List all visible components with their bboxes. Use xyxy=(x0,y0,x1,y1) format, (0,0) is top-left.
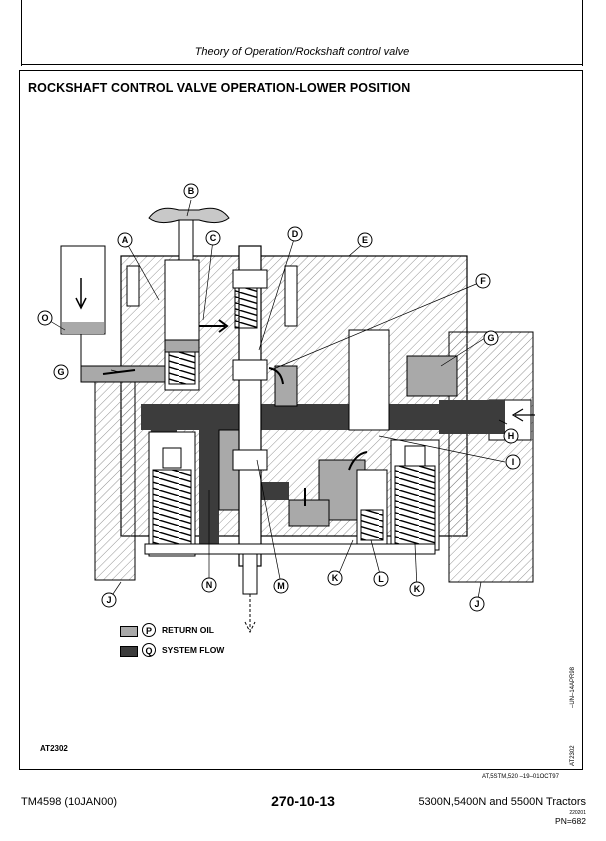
rockshaft-valve-diagram: A B C D E F G G H I J J K K L M N O xyxy=(37,183,535,634)
tractor-models: 5300N,5400N and 5500N Tractors xyxy=(418,796,586,808)
svg-text:K: K xyxy=(332,573,339,583)
callout-o: O xyxy=(37,310,53,326)
legend-letter-q: Q xyxy=(142,643,156,657)
svg-text:I: I xyxy=(512,457,515,467)
spool-spring xyxy=(234,287,258,329)
return-channel-5 xyxy=(288,499,330,527)
left-body xyxy=(94,379,136,581)
svg-text:D: D xyxy=(292,229,299,239)
drain-plug xyxy=(242,553,258,595)
callout-m: M xyxy=(273,578,289,594)
callout-g-left: G xyxy=(53,364,69,380)
callout-h: H xyxy=(503,428,519,444)
callout-a: A xyxy=(117,232,133,248)
reservoir-tank xyxy=(60,245,106,335)
svg-text:H: H xyxy=(508,431,515,441)
system-flow-swatch xyxy=(120,646,138,657)
svg-text:G: G xyxy=(57,367,64,377)
side-code-1: –UN–14APR98 xyxy=(570,666,576,708)
header-left-rule xyxy=(21,0,22,66)
spool-land-2 xyxy=(232,359,268,381)
callout-g-right: G xyxy=(483,330,499,346)
svg-text:L: L xyxy=(378,574,384,584)
adjust-knob xyxy=(148,207,230,224)
header-title: Theory of Operation/Rockshaft control va… xyxy=(194,46,410,58)
callout-i: I xyxy=(505,454,521,470)
flow-arrow-3 xyxy=(268,367,284,385)
svg-text:J: J xyxy=(106,595,111,605)
page-pn: PN=682 xyxy=(555,816,586,826)
bolt-left xyxy=(126,265,140,307)
svg-text:F: F xyxy=(480,276,486,286)
callout-c: C xyxy=(205,230,221,246)
side-code-2: AT2302 xyxy=(570,745,576,766)
drain-arrow xyxy=(244,594,256,634)
svg-text:G: G xyxy=(487,333,494,343)
return-oil-inlet xyxy=(80,365,172,383)
reservoir-oil xyxy=(62,322,104,334)
svg-text:E: E xyxy=(362,235,368,245)
right-relief-cap xyxy=(404,445,426,467)
callout-k-left: K xyxy=(327,570,343,586)
left-relief-spring xyxy=(152,469,192,551)
callout-n: N xyxy=(201,577,217,593)
needle-spring xyxy=(168,351,196,385)
flow-arrow-1 xyxy=(199,319,229,333)
header-right-rule xyxy=(582,0,583,66)
footer-code: 220201 xyxy=(569,810,586,816)
legend-label-system-flow: SYSTEM FLOW xyxy=(162,645,225,655)
system-flow-mid-drop xyxy=(199,404,219,544)
legend-letter-p: P xyxy=(142,623,156,637)
inlet-arrow xyxy=(511,408,535,422)
right-body xyxy=(448,331,534,583)
left-relief-cap xyxy=(162,447,182,469)
callout-d: D xyxy=(287,226,303,242)
spool-land-3 xyxy=(232,449,268,471)
callout-e: E xyxy=(357,232,373,248)
callout-l: L xyxy=(373,571,389,587)
callout-group: A B C D E F G G H I J J K K L M N O xyxy=(37,183,521,612)
callout-j-left: J xyxy=(101,592,117,608)
svg-text:N: N xyxy=(206,580,213,590)
reservoir-arrow xyxy=(75,278,87,310)
legend-label-return-oil: RETURN OIL xyxy=(162,625,214,635)
right-relief-spring xyxy=(394,465,436,547)
check-valve-spring xyxy=(360,509,384,541)
figure-id: AT2302 xyxy=(40,744,68,753)
needle-return xyxy=(164,339,200,353)
figure-frame xyxy=(19,70,583,770)
page-header: Theory of Operation/Rockshaft control va… xyxy=(0,0,606,66)
svg-text:K: K xyxy=(414,584,421,594)
base-plate xyxy=(144,543,436,555)
knob-stem xyxy=(178,219,194,261)
flow-arrow-4 xyxy=(348,451,368,471)
callout-k-right: K xyxy=(409,581,425,597)
system-flow-inlet xyxy=(439,400,505,434)
manual-id: TM4598 (10JAN00) xyxy=(21,796,117,808)
svg-text:B: B xyxy=(188,186,195,196)
reference-code: AT,5STM,520 –19–01OCT97 xyxy=(482,774,559,780)
svg-text:M: M xyxy=(277,581,285,591)
header-bottom-rule xyxy=(21,64,583,65)
svg-text:O: O xyxy=(41,313,48,323)
callout-f: F xyxy=(475,273,491,289)
svg-text:C: C xyxy=(210,233,217,243)
svg-text:J: J xyxy=(474,599,479,609)
bolt-right xyxy=(284,265,298,327)
spool-land-1 xyxy=(232,269,268,289)
page-number: 270-10-13 xyxy=(271,793,335,809)
return-channel-4 xyxy=(406,355,458,397)
svg-text:A: A xyxy=(122,235,129,245)
return-oil-swatch xyxy=(120,626,138,637)
check-valve-body xyxy=(348,329,390,431)
callout-b: B xyxy=(183,183,199,199)
section-title: ROCKSHAFT CONTROL VALVE OPERATION-LOWER … xyxy=(28,81,411,95)
callout-j-right: J xyxy=(469,596,485,612)
